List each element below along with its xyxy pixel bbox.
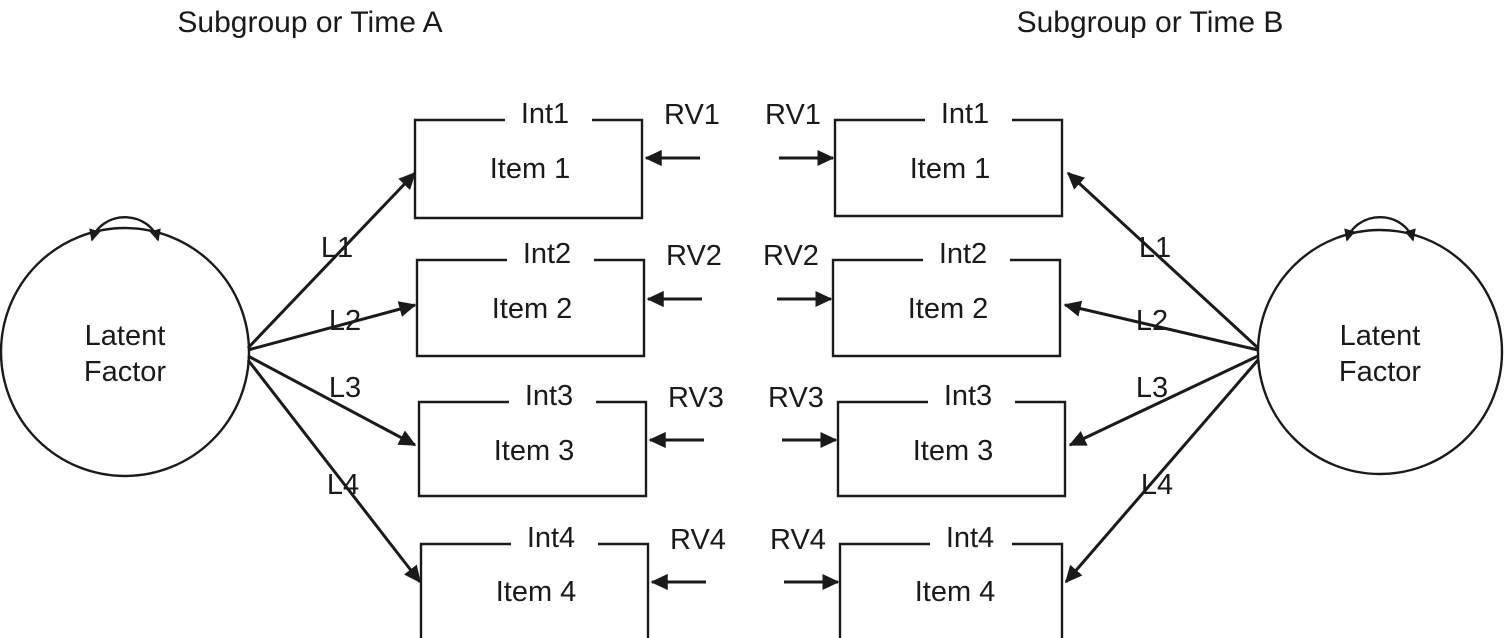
latent-circle-right[interactable]: [1256, 228, 1504, 476]
latent-factor-left[interactable]: Latent Factor: [0, 226, 251, 478]
item-label-right-4: Item 4: [915, 576, 996, 608]
indicator-box-right-4[interactable]: Int4 Item 4: [838, 522, 1064, 638]
loading-label-right-4: L4: [1141, 469, 1173, 501]
intercept-label-right-2: Int2: [939, 238, 987, 270]
loading-arrow-right-4: [1064, 359, 1260, 584]
residual-label-left-2: RV2: [666, 240, 722, 272]
residual-label-left-3: RV3: [668, 382, 724, 414]
indicator-box-left-1-outline: [413, 118, 644, 220]
residual-label-right-4: RV4: [770, 524, 826, 556]
residual-label-right-3: RV3: [768, 382, 824, 414]
indicator-box-right-1-outline: [833, 118, 1064, 218]
residual-label-right-1: RV1: [765, 99, 821, 131]
loading-arrow-right-2: [1063, 300, 1259, 352]
loading-arrow-left-2: [247, 301, 417, 352]
loading-label-left-3: L3: [329, 372, 361, 404]
indicator-box-left-2-outline: [415, 258, 646, 358]
item-label-left-4: Item 4: [496, 576, 577, 608]
residual-label-left-1: RV1: [664, 99, 720, 131]
loading-label-right-1: L1: [1139, 232, 1171, 264]
header-left: Subgroup or Time A: [177, 6, 442, 39]
indicator-box-left-3-outline: [417, 400, 648, 498]
loading-arrow-left-3: [247, 354, 417, 447]
indicator-box-left-4[interactable]: Int4 Item 4: [419, 522, 650, 638]
loading-arrow-left-1: [246, 171, 417, 350]
latent-circle-left[interactable]: [0, 226, 251, 478]
item-label-right-2: Item 2: [908, 293, 989, 325]
item-label-right-3: Item 3: [913, 435, 994, 467]
indicator-box-right-2[interactable]: Int2 Item 2: [831, 238, 1062, 358]
loading-arrow-right-3: [1068, 354, 1259, 447]
intercept-label-left-3: Int3: [525, 380, 573, 412]
indicator-box-left-3[interactable]: Int3 Item 3: [417, 380, 648, 498]
intercept-label-left-1: Int1: [521, 98, 569, 130]
indicator-box-right-2-outline: [831, 258, 1062, 358]
indicator-box-left-4-outline: [419, 542, 650, 638]
latent-label-left-line2: Factor: [84, 356, 167, 388]
residual-label-left-4: RV4: [670, 524, 726, 556]
indicator-box-right-4-outline: [838, 542, 1064, 638]
loading-label-right-2: L2: [1136, 305, 1168, 337]
variance-arrow-left: [89, 216, 161, 242]
loading-arrow-left-4: [246, 359, 422, 584]
residual-label-right-2: RV2: [763, 240, 819, 272]
indicator-box-right-3[interactable]: Int3 Item 3: [836, 380, 1067, 498]
latent-label-right-line2: Factor: [1339, 356, 1422, 388]
loading-arrow-right-1: [1066, 171, 1260, 350]
header-right: Subgroup or Time B: [1017, 6, 1284, 39]
intercept-label-right-3: Int3: [944, 380, 992, 412]
loading-label-left-2: L2: [329, 305, 361, 337]
indicator-box-right-1[interactable]: Int1 Item 1: [833, 98, 1064, 218]
intercept-label-left-4: Int4: [527, 522, 575, 554]
loading-label-left-1: L1: [321, 232, 353, 264]
indicator-box-right-3-outline: [836, 400, 1067, 498]
latent-label-right-line1: Latent: [1340, 320, 1421, 352]
item-label-right-1: Item 1: [910, 153, 991, 185]
item-label-left-1: Item 1: [490, 153, 571, 185]
indicator-box-left-1[interactable]: Int1 Item 1: [413, 98, 644, 220]
latent-label-left-line1: Latent: [85, 320, 166, 352]
item-label-left-3: Item 3: [494, 435, 575, 467]
latent-factor-right[interactable]: Latent Factor: [1256, 228, 1504, 476]
variance-arrow-right: [1344, 216, 1416, 242]
indicator-box-left-2[interactable]: Int2 Item 2: [415, 238, 646, 358]
loading-label-left-4: L4: [327, 469, 359, 501]
intercept-label-right-1: Int1: [941, 98, 989, 130]
intercept-label-left-2: Int2: [523, 238, 571, 270]
item-label-left-2: Item 2: [492, 293, 573, 325]
loading-label-right-3: L3: [1136, 372, 1168, 404]
intercept-label-right-4: Int4: [946, 522, 994, 554]
